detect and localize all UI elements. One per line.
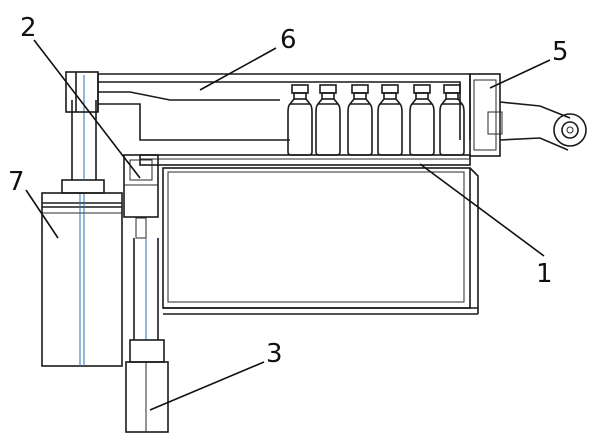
bottle-row xyxy=(287,84,465,156)
part-2-bracket xyxy=(123,154,159,239)
bottle xyxy=(347,84,373,156)
callout-label-7: 7 xyxy=(8,167,25,197)
callout-label-5: 5 xyxy=(552,37,569,67)
callout-7: 7 xyxy=(8,167,59,239)
callout-5: 5 xyxy=(489,37,569,89)
bottle xyxy=(377,84,403,156)
callout-label-3: 3 xyxy=(266,339,283,369)
part-1-tray xyxy=(139,154,479,315)
callout-label-2: 2 xyxy=(20,13,37,43)
bottle xyxy=(287,84,313,156)
part-3-actuator xyxy=(125,238,169,433)
part-5-roller xyxy=(469,73,587,157)
bottle xyxy=(315,84,341,156)
callout-2: 2 xyxy=(20,13,141,179)
part-7-cylinder xyxy=(41,179,123,367)
callout-1: 1 xyxy=(419,163,553,289)
callout-3: 3 xyxy=(149,339,283,411)
part-6-arm xyxy=(97,73,471,141)
callout-label-1: 1 xyxy=(536,259,553,289)
bottle xyxy=(409,84,435,156)
callout-6: 6 xyxy=(199,25,297,91)
callout-label-6: 6 xyxy=(280,25,297,55)
